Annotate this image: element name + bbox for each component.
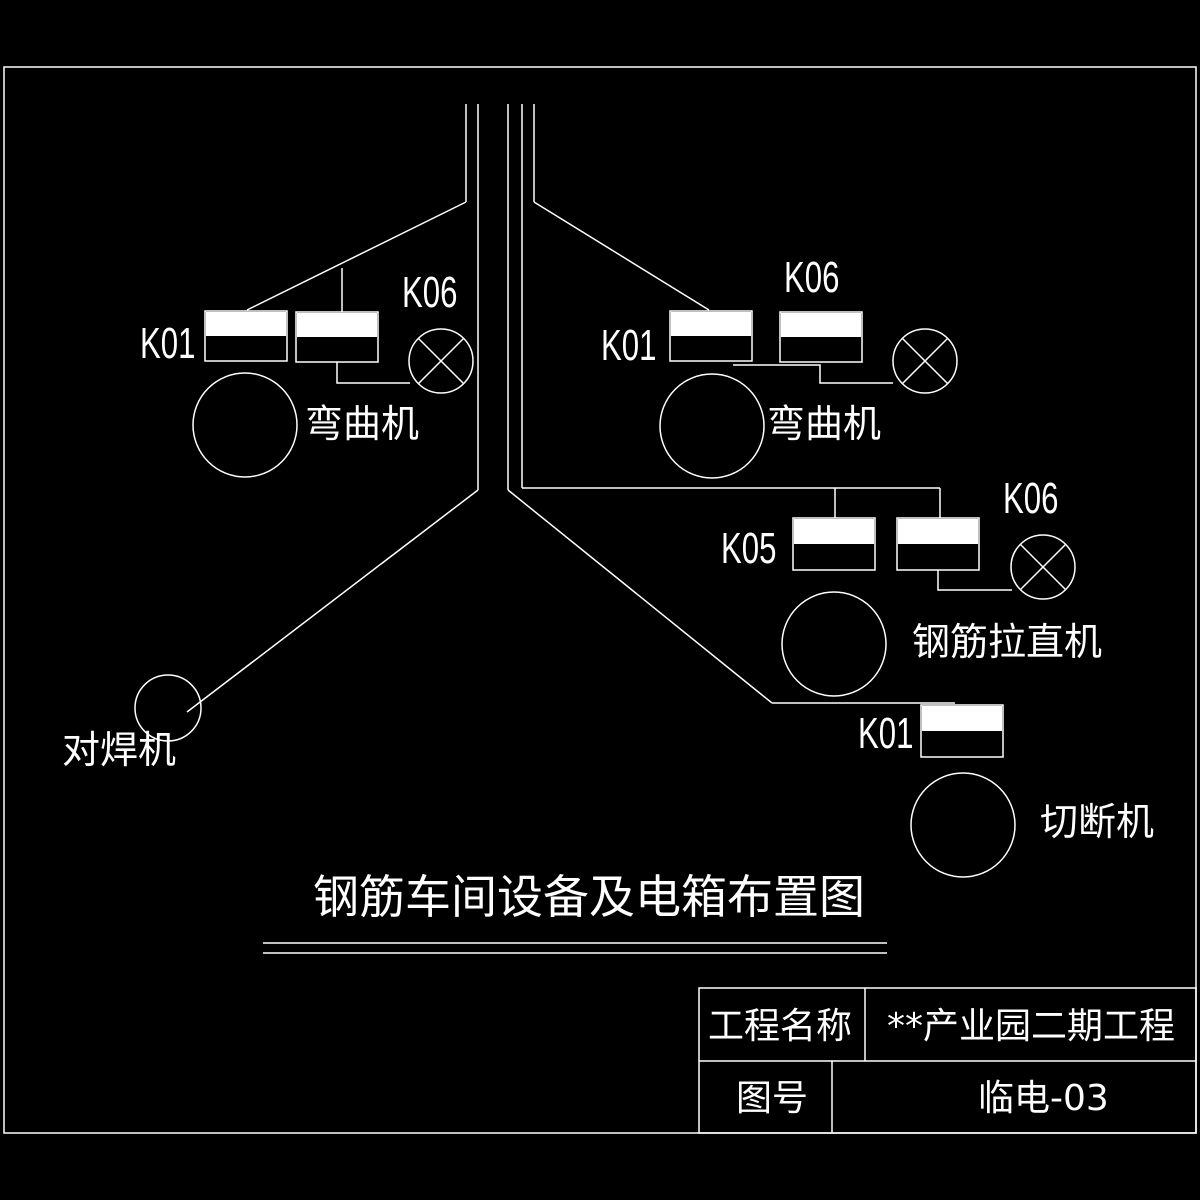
label-cutter: 切断机 <box>1040 800 1154 844</box>
box-fill <box>898 519 978 544</box>
label-k06-straightener: K06 <box>1003 475 1058 523</box>
distribution-box-k05 <box>792 517 876 571</box>
drawing-number-label: 图号 <box>736 1078 808 1119</box>
lamp-k06-left <box>408 328 474 394</box>
project-name-label: 工程名称 <box>708 1006 852 1047</box>
label-k01-left: K01 <box>140 320 195 368</box>
straightener-machine-symbol <box>781 591 887 697</box>
welder-group <box>134 674 202 742</box>
label-k01-cutter: K01 <box>858 710 913 758</box>
feeder-lines <box>186 104 955 713</box>
project-name-value: **产业园二期工程 <box>887 1006 1175 1047</box>
welder-machine-symbol <box>134 674 202 742</box>
label-k06-left: K06 <box>402 269 457 317</box>
lamp-wire <box>937 570 1012 591</box>
box-fill <box>922 706 1002 731</box>
title-block <box>698 987 1197 1134</box>
box-fill <box>794 519 874 544</box>
lamp-k06-straightener <box>1010 534 1076 600</box>
cutter-machine-symbol <box>910 772 1016 878</box>
label-k05: K05 <box>721 525 776 573</box>
bender-machine-right-symbol <box>659 373 765 479</box>
lamp-wire <box>336 362 410 384</box>
distribution-box-k01-right <box>669 310 753 362</box>
box-fill <box>297 313 377 337</box>
drawing-title: 钢筋车间设备及电箱布置图 <box>313 870 865 924</box>
box-fill <box>781 313 861 337</box>
lamp-k06-right <box>892 328 958 394</box>
right-bender-group <box>659 310 958 479</box>
label-straightener: 钢筋拉直机 <box>912 620 1102 664</box>
distribution-box-right-2 <box>779 311 863 363</box>
label-k01-right: K01 <box>601 322 656 370</box>
label-k06-right: K06 <box>784 254 839 302</box>
distribution-box-k01-cutter <box>920 704 1004 758</box>
box-fill <box>671 312 751 336</box>
box-fill <box>206 312 286 336</box>
label-bender-right: 弯曲机 <box>767 402 881 446</box>
bender-machine-left-symbol <box>192 372 298 478</box>
label-welder: 对焊机 <box>62 728 176 772</box>
cutter-group <box>910 704 1016 878</box>
distribution-box-k01-left <box>204 310 288 362</box>
lamp-wire <box>733 364 893 384</box>
drawing-number-value: 临电-03 <box>978 1078 1109 1119</box>
straightener-group <box>781 517 1076 697</box>
left-bender-group <box>192 310 474 478</box>
drawing-frame <box>3 66 1197 1134</box>
label-bender-left: 弯曲机 <box>305 402 419 446</box>
